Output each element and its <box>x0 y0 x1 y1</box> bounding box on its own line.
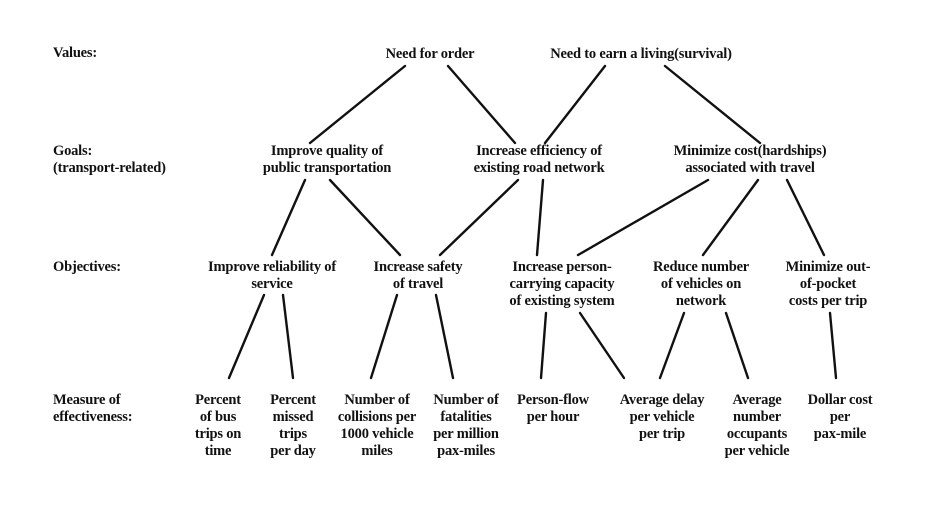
edge-order-quality <box>308 64 407 145</box>
value-need-for-order: Need for order <box>385 46 475 62</box>
edge-efficiency-capacity <box>535 178 545 257</box>
edge-cost-capacity <box>576 178 710 257</box>
objective-reliability: Improve reliability of service <box>208 259 336 292</box>
row-label-values: Values: <box>53 45 97 61</box>
goal-minimize-cost: Minimize cost(hardships) associated with… <box>673 143 827 176</box>
edge-living-cost <box>663 64 762 145</box>
edge-reliability-ontime <box>227 293 266 380</box>
edge-reliability-missed <box>281 293 295 380</box>
edge-quality-safety <box>328 178 402 257</box>
edge-order-efficiency <box>446 64 517 145</box>
edge-capacity-flow <box>539 311 548 380</box>
objective-safety: Increase safety of travel <box>373 259 463 292</box>
measure-fatalities: Number of fatalities per million pax-mil… <box>433 392 499 459</box>
row-label-objectives: Objectives: <box>53 259 121 275</box>
goal-increase-efficiency: Increase efficiency of existing road net… <box>473 143 605 176</box>
edge-quality-reliability <box>270 178 307 257</box>
measure-collisions: Number of collisions per 1000 vehicle mi… <box>337 392 417 459</box>
edge-cost-vehicles <box>701 178 760 257</box>
measure-average-delay: Average delay per vehicle per trip <box>619 392 705 442</box>
edge-safety-collisions <box>369 293 399 380</box>
objective-out-of-pocket: Minimize out- of-pocket costs per trip <box>785 259 871 309</box>
objective-reduce-vehicles: Reduce number of vehicles on network <box>652 259 750 309</box>
goal-improve-quality: Improve quality of public transportation <box>262 143 392 176</box>
edge-cost-oop <box>785 178 826 257</box>
edge-living-efficiency <box>543 64 607 145</box>
measure-percent-on-time: Percent of bus trips on time <box>194 392 242 459</box>
measure-dollar-cost: Dollar cost per pax-mile <box>807 392 873 442</box>
edge-capacity-delay <box>578 311 626 380</box>
value-need-to-earn-living: Need to earn a living(survival) <box>550 46 732 62</box>
edge-safety-fatalities <box>434 293 455 380</box>
measure-person-flow: Person-flow per hour <box>517 392 589 425</box>
edge-oop-dollar <box>828 311 838 380</box>
edge-vehicles-delay <box>658 311 686 380</box>
edge-vehicles-occupants <box>724 311 750 380</box>
row-label-measures: Measure of effectiveness: <box>53 392 133 425</box>
edge-efficiency-safety <box>438 178 520 257</box>
row-label-goals: Goals: (transport-related) <box>53 143 166 176</box>
measure-percent-missed: Percent missed trips per day <box>270 392 316 459</box>
measure-average-occupants: Average number occupants per vehicle <box>724 392 790 459</box>
objective-capacity: Increase person- carrying capacity of ex… <box>509 259 615 309</box>
